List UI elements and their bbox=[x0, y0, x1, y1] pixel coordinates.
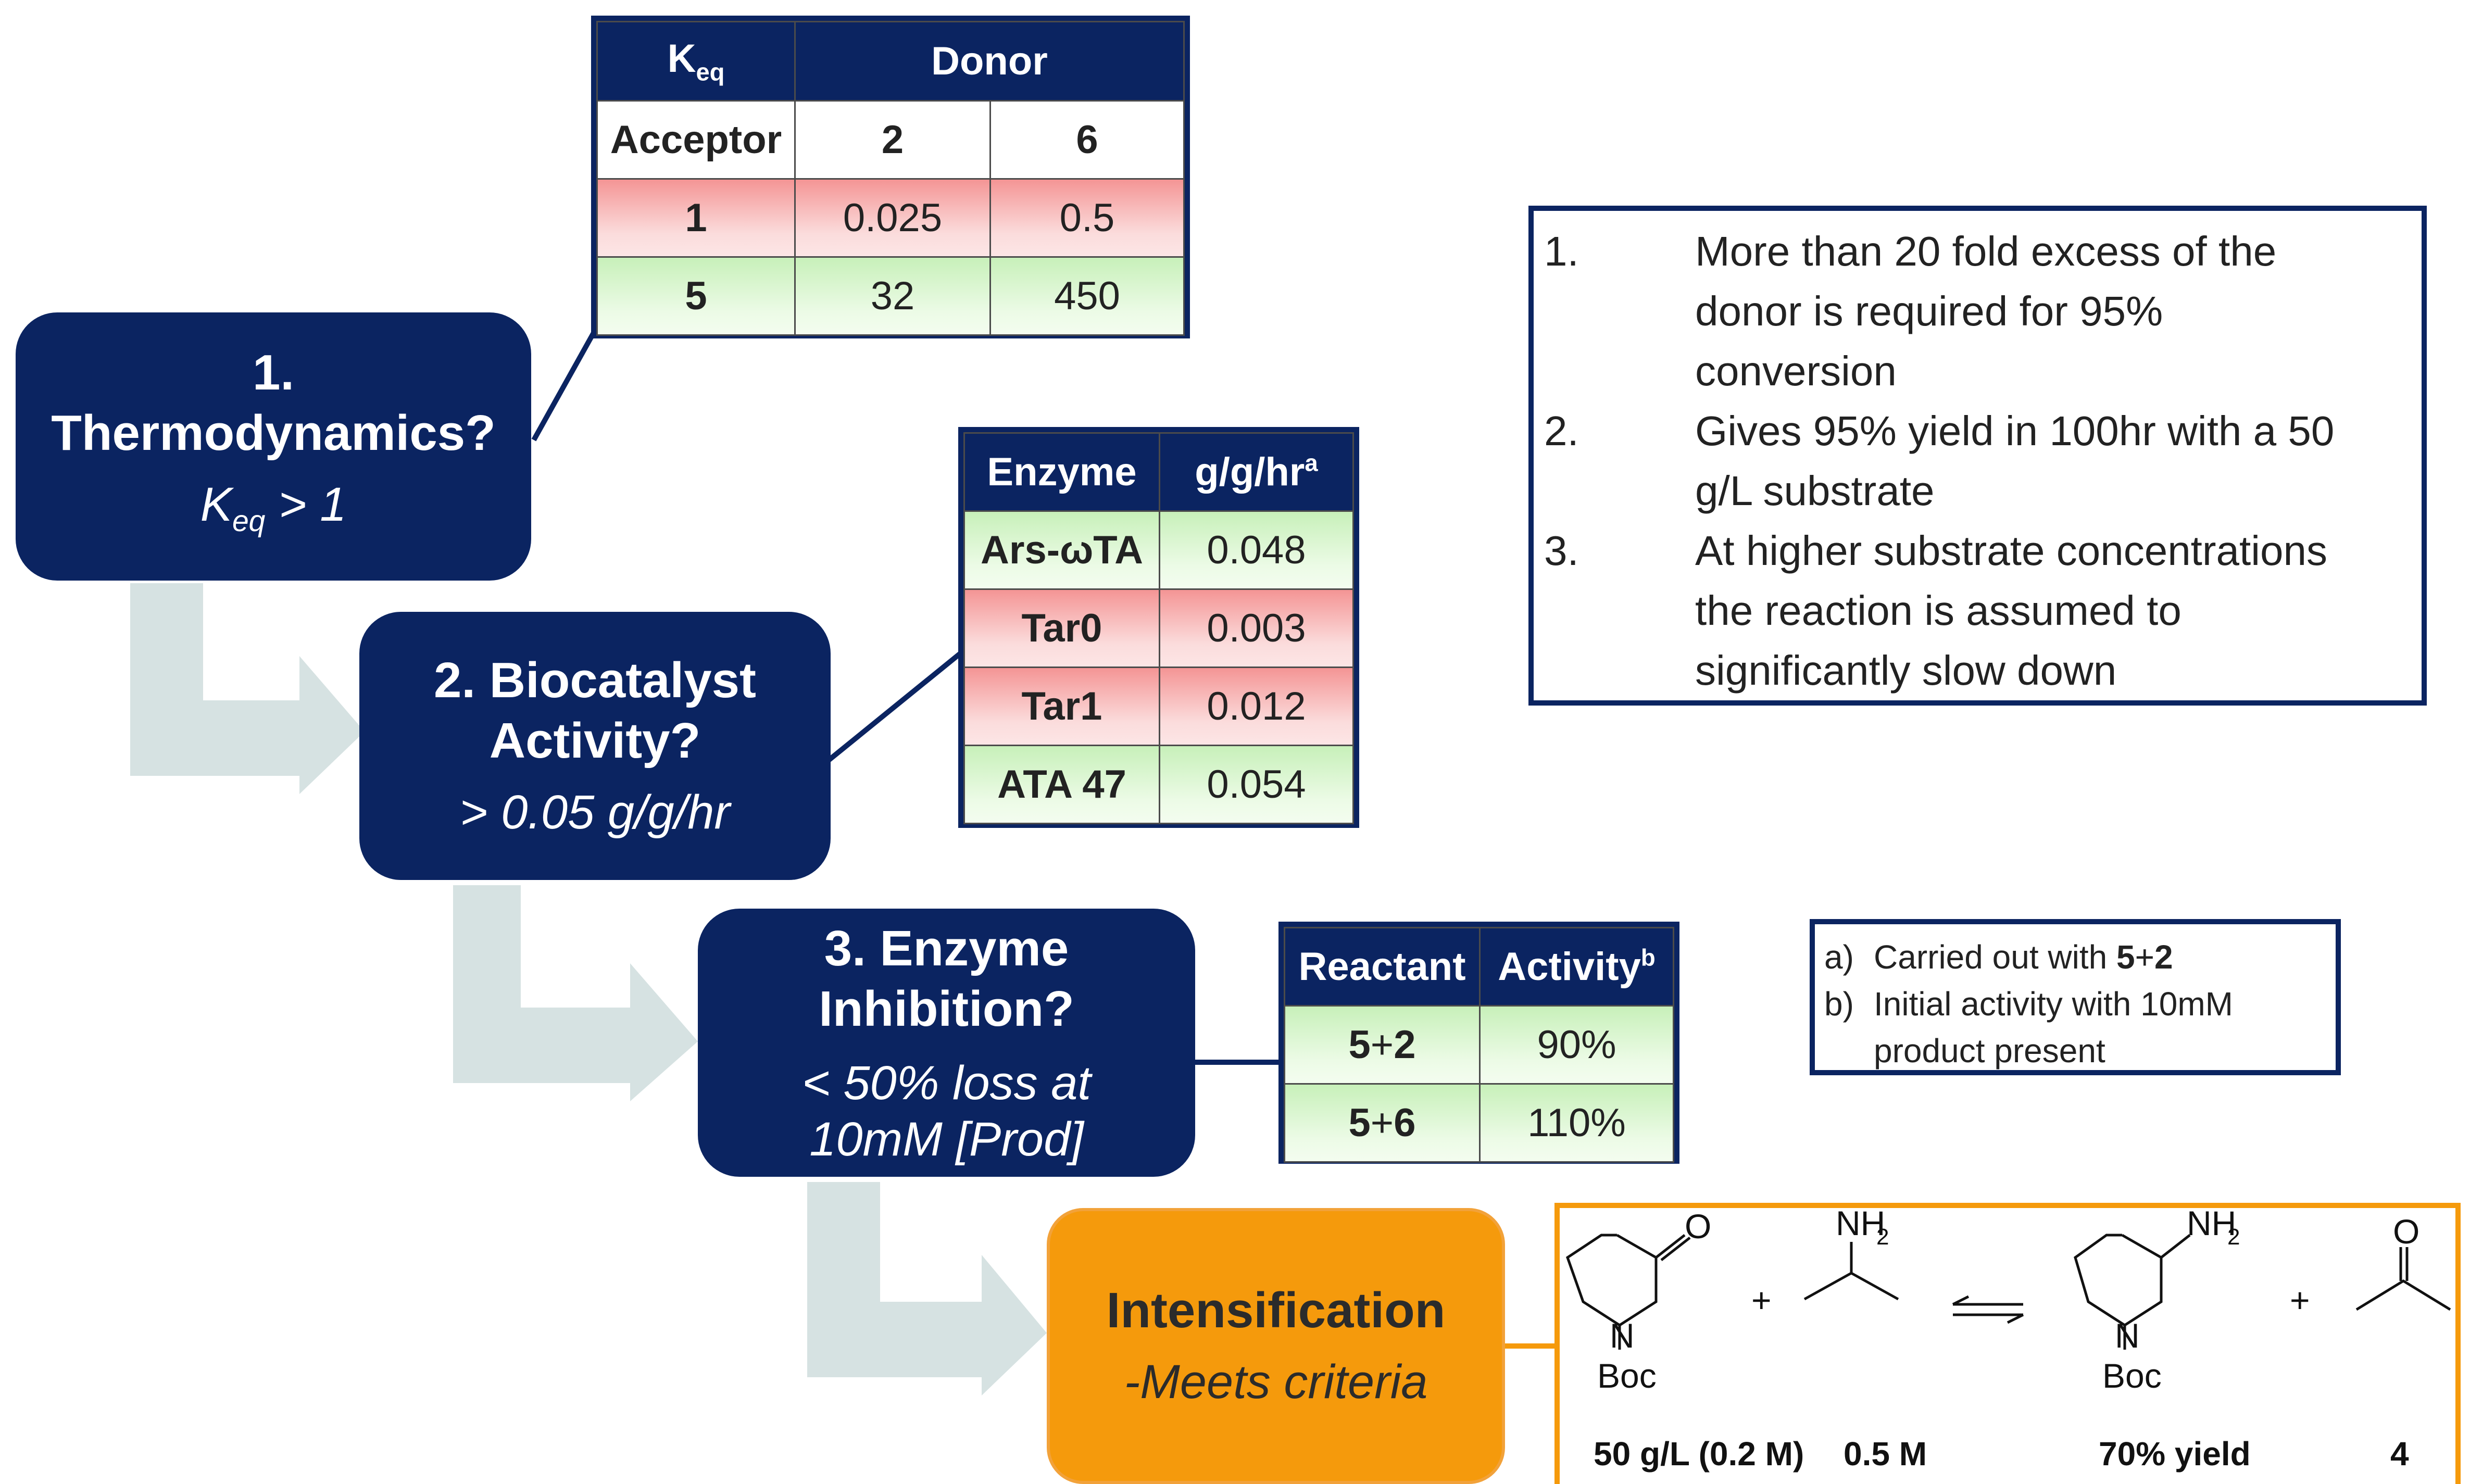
activity-header: Activityb bbox=[1479, 927, 1674, 1007]
footnote-a: a) Carried out with 5+2 bbox=[1824, 938, 2173, 976]
donor-2-header: 2 bbox=[794, 100, 991, 180]
table-row: 5 32 450 bbox=[596, 256, 1185, 336]
activity-table-frame bbox=[958, 427, 1359, 828]
step-3-title-line1: 3. Enzyme bbox=[824, 920, 1069, 976]
table-row: 5+2 90% bbox=[1284, 1005, 1674, 1085]
table-row: 5+6 110% bbox=[1284, 1083, 1674, 1163]
acceptor-5: 5 bbox=[596, 256, 796, 336]
compound-number-label: 4 bbox=[2390, 1435, 2409, 1473]
donor-conc-label: 0.5 M bbox=[1844, 1435, 1927, 1473]
connector-line-1 bbox=[531, 326, 599, 442]
enzyme-header: Enzyme bbox=[963, 432, 1160, 512]
note-item: 1. More than 20 fold excess of the donor… bbox=[1544, 228, 2277, 394]
substrate-ring bbox=[1565, 1234, 1658, 1327]
keq-table: Keq Donor Acceptor 2 6 1 0.025 0.5 5 32 … bbox=[596, 21, 1185, 336]
keq-value: 32 bbox=[794, 256, 991, 336]
step-3-criterion-line1: < 50% loss at bbox=[802, 1056, 1091, 1110]
notes-box: 1. More than 20 fold excess of the donor… bbox=[1528, 206, 2427, 706]
step-1-criterion: Keq > 1 bbox=[200, 477, 347, 538]
atom-boc: Boc bbox=[2102, 1356, 2162, 1395]
reactant-pair: 5+6 bbox=[1284, 1083, 1481, 1163]
flow-arrow-2 bbox=[453, 885, 698, 1101]
footnotes-box: a) Carried out with 5+2 b) Initial activ… bbox=[1810, 919, 2341, 1075]
inhibition-table: Reactant Activityb 5+2 90% 5+6 110% bbox=[1284, 927, 1674, 1163]
activity-table: Enzyme g/g/hra Ars-ωTA 0.048 Tar0 0.003 … bbox=[963, 432, 1354, 824]
intensification-title: Intensification bbox=[1106, 1282, 1446, 1338]
atom-nh: NH bbox=[1836, 1204, 1885, 1242]
footnote-b: b) Initial activity with 10mM product pr… bbox=[1824, 985, 2233, 1070]
step-3-box: 3. Enzyme Inhibition? < 50% loss at 10mM… bbox=[698, 909, 1195, 1177]
atom-o: O bbox=[1685, 1207, 1711, 1246]
isopropylamine bbox=[1803, 1272, 1899, 1301]
enzyme-name: Tar1 bbox=[963, 666, 1160, 746]
note-item: 3. At higher substrate concentrations th… bbox=[1544, 527, 2328, 694]
reaction-scheme: O N Boc + NH 2 NH 2 N Boc + O bbox=[1565, 1204, 2451, 1395]
rate-value: 0.012 bbox=[1159, 666, 1354, 746]
step-2-title-line2: Activity? bbox=[489, 712, 701, 769]
step-2-box: 2. Biocatalyst Activity? > 0.05 g/g/hr bbox=[359, 612, 831, 880]
intensification-box: Intensification -Meets criteria bbox=[1047, 1208, 1505, 1484]
step-1-title: Thermodynamics? bbox=[51, 405, 496, 461]
keq-table-frame bbox=[591, 16, 1190, 338]
plus-sign: + bbox=[2290, 1281, 2310, 1319]
flow-arrow-1 bbox=[130, 583, 365, 794]
step-1-box: 1. Thermodynamics? Keq > 1 bbox=[16, 312, 531, 581]
table-row: Tar1 0.012 bbox=[963, 666, 1354, 746]
acceptor-1: 1 bbox=[596, 178, 796, 258]
note-item: 2. Gives 95% yield in 100hr with a 50 g/… bbox=[1544, 408, 2335, 514]
rate-value: 0.003 bbox=[1159, 588, 1354, 668]
intensification-criterion: -Meets criteria bbox=[1124, 1355, 1428, 1408]
activity-value: 90% bbox=[1479, 1005, 1674, 1085]
atom-nh-sub: 2 bbox=[1876, 1224, 1889, 1250]
acetone bbox=[2355, 1279, 2451, 1311]
substrate-loading-label: 50 g/L (0.2 M) bbox=[1594, 1435, 1804, 1473]
plus-sign: + bbox=[1751, 1281, 1772, 1319]
keq-value: 450 bbox=[989, 256, 1185, 336]
product-yield-label: 70% yield bbox=[2099, 1435, 2251, 1473]
keq-value: 0.5 bbox=[989, 178, 1185, 258]
flow-arrow-3 bbox=[807, 1182, 1047, 1395]
keq-corner: Keq bbox=[596, 21, 796, 102]
atom-n: N bbox=[2115, 1316, 2140, 1355]
atom-nh-sub: 2 bbox=[2227, 1224, 2240, 1250]
atom-o: O bbox=[2393, 1212, 2419, 1251]
rate-header: g/g/hra bbox=[1159, 432, 1354, 512]
donor-header: Donor bbox=[794, 21, 1185, 102]
step-3-criterion: < 50% loss at 10mM [Prod] bbox=[802, 1055, 1091, 1167]
atom-n: N bbox=[1610, 1316, 1635, 1355]
keq-value: 0.025 bbox=[794, 178, 991, 258]
reactant-pair: 5+2 bbox=[1284, 1005, 1481, 1085]
atom-nh: NH bbox=[2187, 1204, 2236, 1242]
table-row: 1 0.025 0.5 bbox=[596, 178, 1185, 258]
product-ring bbox=[2074, 1234, 2163, 1327]
table-row: ATA 47 0.054 bbox=[963, 745, 1354, 824]
donor-6-header: 6 bbox=[989, 100, 1185, 180]
enzyme-name: Tar0 bbox=[963, 588, 1160, 668]
rate-value: 0.054 bbox=[1159, 745, 1354, 824]
step-2-title-line1: 2. Biocatalyst bbox=[434, 652, 756, 708]
enzyme-name: Ars-ωTA bbox=[963, 510, 1160, 590]
enzyme-name: ATA 47 bbox=[963, 745, 1160, 824]
table-row: Ars-ωTA 0.048 bbox=[963, 510, 1354, 590]
connector-line-2 bbox=[823, 649, 966, 765]
step-2-criterion: > 0.05 g/g/hr bbox=[459, 785, 731, 839]
step-1-number: 1. bbox=[252, 344, 295, 400]
activity-value: 110% bbox=[1479, 1083, 1674, 1163]
rate-value: 0.048 bbox=[1159, 510, 1354, 590]
step-3-criterion-line2: 10mM [Prod] bbox=[809, 1112, 1084, 1166]
reaction-scheme-box bbox=[1554, 1203, 2461, 1484]
reactant-header: Reactant bbox=[1284, 927, 1481, 1007]
acceptor-header: Acceptor bbox=[596, 100, 796, 180]
table-row: Tar0 0.003 bbox=[963, 588, 1354, 668]
step-3-title-line2: Inhibition? bbox=[819, 980, 1074, 1037]
atom-boc: Boc bbox=[1597, 1356, 1657, 1395]
